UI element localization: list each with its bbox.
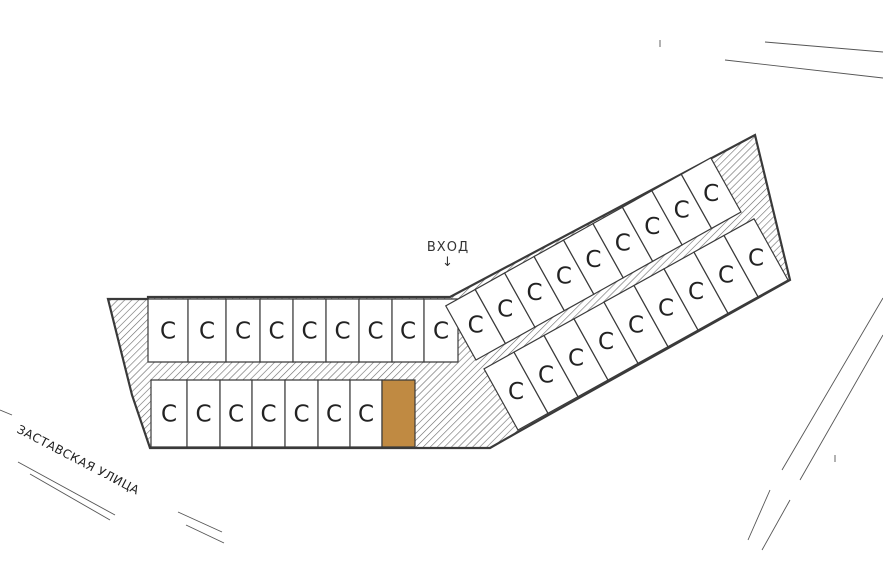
storage-unit-20[interactable]: С — [503, 255, 566, 328]
storage-unit-label: С — [585, 247, 601, 273]
storage-unit-26[interactable]: С — [680, 157, 742, 230]
storage-unit-label: С — [526, 280, 542, 306]
storage-unit-label: С — [433, 319, 449, 345]
storage-unit-label: С — [301, 319, 317, 345]
storage-unit-label: С — [688, 279, 704, 305]
storage-unit-17[interactable] — [381, 379, 416, 448]
storage-unit-selected-shape[interactable] — [381, 379, 416, 448]
storage-unit-label: С — [703, 181, 719, 207]
storage-unit-8[interactable]: С — [391, 298, 425, 363]
storage-unit-label: С — [293, 402, 309, 428]
storage-unit-label: С — [358, 402, 374, 428]
storage-unit-label: С — [326, 402, 342, 428]
storage-unit-label: С — [497, 296, 513, 322]
storage-unit-32[interactable]: С — [633, 267, 699, 348]
storage-unit-label: С — [628, 312, 644, 338]
storage-unit-label: С — [468, 313, 484, 339]
storage-unit-label: С — [658, 296, 674, 322]
storage-unit-shape[interactable] — [723, 217, 789, 298]
storage-unit-label: С — [268, 319, 284, 345]
storage-unit-shape[interactable] — [680, 157, 742, 230]
storage-unit-13[interactable]: С — [251, 379, 286, 448]
storage-unit-25[interactable]: С — [651, 173, 713, 246]
storage-unit-label: С — [160, 319, 176, 345]
storage-unit-5[interactable]: С — [292, 298, 327, 363]
storage-unit-label: С — [598, 329, 614, 355]
storage-unit-14[interactable]: С — [284, 379, 319, 448]
street-label: ЗАСТАВСКАЯ УЛИЦА — [15, 422, 142, 497]
site-lines — [0, 40, 883, 551]
storage-unit-3[interactable]: С — [225, 298, 261, 363]
entrance-label: ВХОД — [427, 240, 469, 255]
storage-unit-9[interactable]: С — [423, 298, 459, 363]
entrance-arrow-icon: ↓ — [442, 255, 454, 270]
storage-unit-24[interactable]: С — [621, 189, 683, 263]
storage-unit-16[interactable]: С — [349, 379, 383, 448]
storage-unit-label: С — [644, 214, 660, 240]
storage-unit-12[interactable]: С — [219, 379, 253, 448]
storage-unit-29[interactable]: С — [543, 317, 609, 398]
storage-unit-18[interactable]: С — [444, 288, 507, 361]
storage-unit-23[interactable]: С — [592, 206, 654, 279]
storage-unit-label: С — [195, 402, 211, 428]
storage-unit-2[interactable]: С — [187, 298, 227, 363]
storage-unit-label: С — [674, 198, 690, 224]
storage-unit-label: С — [161, 402, 177, 428]
storage-unit-label: С — [615, 231, 631, 257]
storage-unit-label: С — [556, 263, 572, 289]
storage-unit-21[interactable]: С — [533, 239, 595, 312]
storage-unit-4[interactable]: С — [259, 298, 294, 363]
storage-unit-label: С — [199, 319, 215, 345]
storage-unit-label: С — [235, 319, 251, 345]
storage-unit-10[interactable]: С — [150, 379, 188, 448]
storage-unit-label: С — [367, 319, 383, 345]
storage-unit-6[interactable]: С — [325, 298, 360, 363]
storage-unit-1[interactable]: С — [147, 298, 189, 363]
storage-unit-15[interactable]: С — [317, 379, 351, 448]
storage-unit-label: С — [568, 346, 584, 372]
storage-unit-label: С — [260, 402, 276, 428]
storage-unit-35[interactable]: С — [723, 217, 789, 298]
storage-unit-label: С — [748, 246, 764, 272]
storage-unit-label: С — [228, 402, 244, 428]
storage-unit-label: С — [538, 362, 554, 388]
storage-unit-11[interactable]: С — [186, 379, 221, 448]
storage-unit-label: С — [718, 262, 734, 288]
storage-unit-label: С — [508, 379, 524, 405]
storage-unit-shape[interactable] — [423, 298, 459, 363]
storage-unit-label: С — [400, 319, 416, 345]
storage-unit-7[interactable]: С — [358, 298, 393, 363]
storage-unit-label: С — [334, 319, 350, 345]
